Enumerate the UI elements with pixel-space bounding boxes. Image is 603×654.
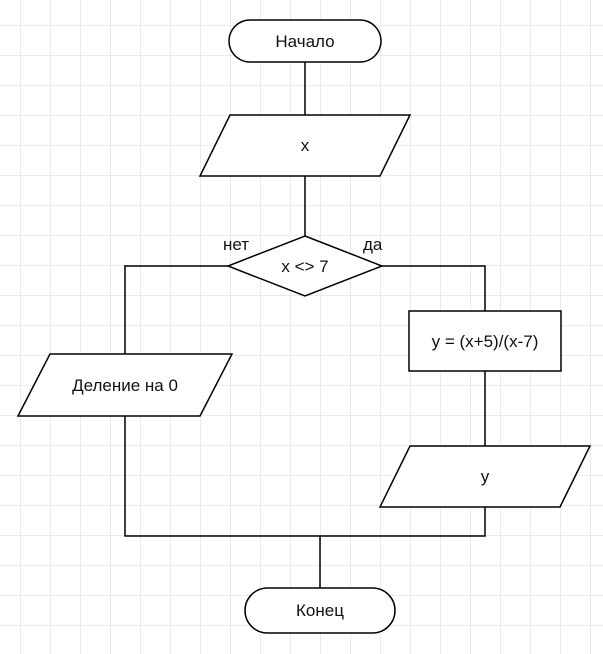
condition-label: x <> 7 [281, 257, 328, 276]
end-label: Конец [296, 601, 344, 620]
branch-yes-label: да [363, 235, 383, 254]
process-label: y = (x+5)/(x-7) [432, 332, 539, 351]
input-node: x [198, 114, 412, 177]
error-output-label: Деление на 0 [72, 376, 178, 395]
process-node: y = (x+5)/(x-7) [408, 310, 562, 372]
result-output-label: y [481, 467, 490, 486]
branch-no-label: нет [223, 235, 249, 254]
edge-yes [382, 265, 486, 311]
start-terminator: Начало [228, 19, 382, 63]
edge-no [124, 265, 228, 354]
connectors [124, 62, 486, 588]
end-terminator: Конец [244, 587, 396, 634]
error-output-node: Деление на 0 [16, 353, 234, 417]
start-label: Начало [275, 32, 334, 51]
input-label: x [301, 136, 310, 155]
result-output-node: y [378, 445, 592, 508]
condition-node: x <> 7 [225, 235, 385, 297]
edge-merge [124, 416, 486, 588]
